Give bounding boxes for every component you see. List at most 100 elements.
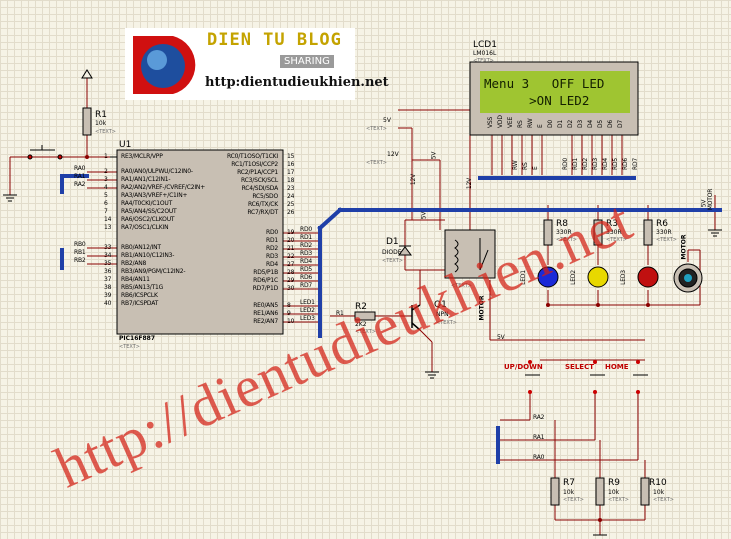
- mcu-right-pin-name: RC2/P1A/CCP1: [237, 169, 278, 176]
- mcu-right-pin-number: 24: [287, 193, 295, 200]
- mcu-right-pin-name: RE0/AN5: [253, 302, 278, 309]
- mcu-left-pin-name: RA3/AN3/VREF+/C1IN+: [121, 192, 188, 199]
- mcu-right-pin-name: RD3: [265, 253, 278, 260]
- mcu-left-pin-name: RA2/AN2/VREF-/CVREF/C2IN+: [121, 184, 206, 191]
- mcu-left-pin-name: RB7/ICSPDAT: [121, 300, 159, 307]
- r3-value: 330R: [606, 229, 622, 236]
- mcu-left-pin-name: RB5/AN13/T1G: [121, 284, 164, 291]
- r2-ref: R2: [355, 302, 367, 312]
- lcd-bus-label: RD7: [632, 157, 639, 170]
- lcd-pin-label: D4: [587, 119, 594, 128]
- lcd-bus-label: RW: [512, 160, 519, 170]
- mcu-left-pin-name: RA6/OSC2/CLKOUT: [121, 216, 175, 223]
- mcu-left-pin-name: RB3/AN9/PGM/C12IN2-: [121, 268, 186, 275]
- mcu-left-pin-name: RA4/T0CKI/C1OUT: [121, 200, 173, 207]
- r1-value: 10k: [95, 120, 107, 127]
- lcd-pin-label: VEE: [507, 116, 514, 128]
- lcd-screen: Menu 3 OFF LED >ON LED2: [480, 71, 630, 113]
- mcu-right-pin-number: 19: [287, 229, 295, 236]
- r1-text-tag: <TEXT>: [95, 129, 116, 135]
- mcu-right-pin-name: RC3/SCK/SCL: [241, 177, 278, 184]
- lcd-pin-label: VDD: [497, 115, 504, 128]
- mcu-left-pin-number: 14: [104, 216, 112, 223]
- lcd-pin-label: RW: [527, 118, 534, 128]
- mcu-right-pin-number: 15: [287, 153, 295, 160]
- r7-text-tag: <TEXT>: [563, 497, 584, 503]
- rail-5v-c: 5V: [497, 334, 505, 341]
- mcu-left-pin-name: RB1/AN10/C12IN3-: [121, 252, 175, 259]
- lcd-bus-label: RD6: [622, 157, 629, 170]
- mcu-right-pin-number: 29: [287, 277, 295, 284]
- mcu-left-pin-name: RB0/AN12/INT: [121, 244, 161, 251]
- mcu-right-pin-number: 25: [287, 201, 295, 208]
- r7-ref: R7: [563, 478, 575, 488]
- mcu-right-pin-name: RC6/TX/CK: [247, 201, 278, 208]
- mcu-right-net-label: RD6: [300, 274, 313, 281]
- lcd-bus-label: RD1: [572, 157, 579, 170]
- mcu-left-pin-name: RA1/AN1/C12IN1-: [121, 176, 171, 183]
- mcu-left-pin-number: 13: [104, 224, 112, 231]
- mcu-left-pin-number: 6: [104, 200, 108, 207]
- mcu-right-pin-name: RC1/T1OSI/CCP2: [231, 161, 278, 168]
- r6-ref: R6: [656, 219, 668, 229]
- button-select-label: SELECT: [565, 363, 594, 371]
- q1-part: NPN: [436, 311, 449, 318]
- mcu-left-net-label: RB0: [74, 241, 86, 248]
- mcu-right-net-label: RD1: [300, 234, 313, 241]
- mcu-part: PIC16F887: [119, 335, 156, 342]
- mcu-right-pin-name: RC5/SDO: [252, 193, 278, 200]
- r8-text-tag: <TEXT>: [556, 237, 577, 243]
- rail-5v-b: 5V: [430, 151, 438, 160]
- rail-12v: 12V: [410, 173, 418, 186]
- lcd-line-1: Menu 3 OFF LED: [484, 76, 605, 91]
- mcu-left-pin-name: RB6/ICSPCLK: [121, 292, 158, 299]
- mcu-right-pin-number: 30: [287, 285, 295, 292]
- mcu-left-net-label: RB2: [74, 257, 86, 264]
- mcu-right-net-label: RD2: [300, 242, 313, 249]
- mcu-left-pin-name: RA5/AN4/SS/C2OUT: [121, 208, 177, 215]
- mcu-right-pin-name: RD2: [265, 245, 278, 252]
- lcd-line-2: >ON LED2: [484, 93, 590, 108]
- button-home-label: HOME: [605, 363, 629, 371]
- r10-value: 10k: [653, 489, 665, 496]
- mcu-right-pin-name: RC4/SDI/SDA: [241, 185, 279, 192]
- mcu-right-net-label: RD7: [300, 282, 313, 289]
- mcu-left-pin-number: 5: [104, 192, 108, 199]
- mcu-left-pin-name: RA7/OSC1/CLKIN: [121, 224, 169, 231]
- r2-value: 2K2: [355, 321, 367, 328]
- r8-value: 330R: [556, 229, 572, 236]
- lcd-ref: LCD1: [473, 40, 497, 50]
- lcd-bus-label: RD5: [612, 157, 619, 170]
- q1-text-tag: <TEXT>: [436, 320, 457, 326]
- supply-12v: 12V: [387, 151, 399, 158]
- r8-ref: R8: [556, 219, 568, 229]
- globe-logo-icon: [125, 28, 205, 100]
- r9-text-tag: <TEXT>: [608, 497, 629, 503]
- mcu-right-pin-number: 26: [287, 209, 295, 216]
- r6-value: 330R: [656, 229, 672, 236]
- r1-ref: R1: [95, 110, 107, 120]
- lcd-text-tag: <TEXT>: [473, 58, 494, 64]
- motor-label: MOTOR: [680, 234, 688, 260]
- r3-text-tag: <TEXT>: [606, 237, 627, 243]
- mcu-right-net-label: RD5: [300, 266, 313, 273]
- mcu-left-pin-number: 2: [104, 168, 108, 175]
- lcd-bus-label: RD3: [592, 157, 599, 170]
- mcu-right-net-label: LED3: [300, 315, 315, 322]
- led3-label: LED3: [619, 270, 627, 285]
- mcu-left-pin-number: 36: [104, 268, 112, 275]
- r10-ref: R10: [649, 478, 667, 488]
- lcd-pin-label: D0: [547, 119, 554, 128]
- lcd-pin-label: D1: [557, 119, 564, 128]
- mcu-left-net-label: RA1: [74, 173, 86, 180]
- mcu-left-pin-name: RE3/MCLR/VPP: [121, 153, 163, 160]
- mcu-right-pin-name: RD4: [265, 261, 278, 268]
- lcd-bus-label: RD2: [582, 157, 589, 170]
- button-net-ra1: RA1: [533, 434, 545, 441]
- mcu-right-pin-number: 9: [287, 310, 291, 317]
- mcu-right-pin-number: 16: [287, 161, 295, 168]
- button-net-ra2: RA2: [533, 414, 545, 421]
- logo-url: http:dientudieukhien.net: [205, 75, 389, 90]
- mcu-right-pin-name: RE2/AN7: [253, 318, 278, 325]
- mcu-left-pin-number: 40: [104, 300, 112, 307]
